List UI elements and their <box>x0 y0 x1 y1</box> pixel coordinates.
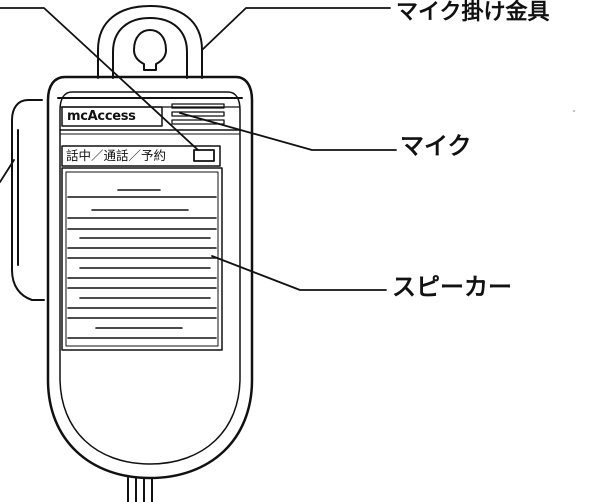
side-grip <box>11 99 45 301</box>
hanger-hole <box>133 29 167 71</box>
mic-slot-2 <box>171 111 225 117</box>
mic-slot-3 <box>171 119 225 125</box>
speaker-callout-label: スピーカー <box>392 273 512 301</box>
indicator-lamp <box>193 149 215 162</box>
hanger-bracket <box>97 5 203 79</box>
indicator-strip <box>61 145 221 167</box>
speaker-grille <box>67 189 217 339</box>
mic-body-inner <box>59 91 241 465</box>
leader-lines <box>0 7 397 291</box>
speaker-grille-frame <box>61 167 223 351</box>
mic-body-outer <box>46 75 254 480</box>
hanger-callout-label: マイク掛け金具 <box>396 0 550 25</box>
indicator-label: 話中／通話／予約 <box>66 148 167 163</box>
brand-logo-text: mcAccess <box>67 109 136 124</box>
cord <box>127 477 153 502</box>
microphone-callout-label: マイク <box>400 132 472 160</box>
brand-logo: mcAccess <box>67 109 161 125</box>
mic-slot-1 <box>171 103 225 109</box>
